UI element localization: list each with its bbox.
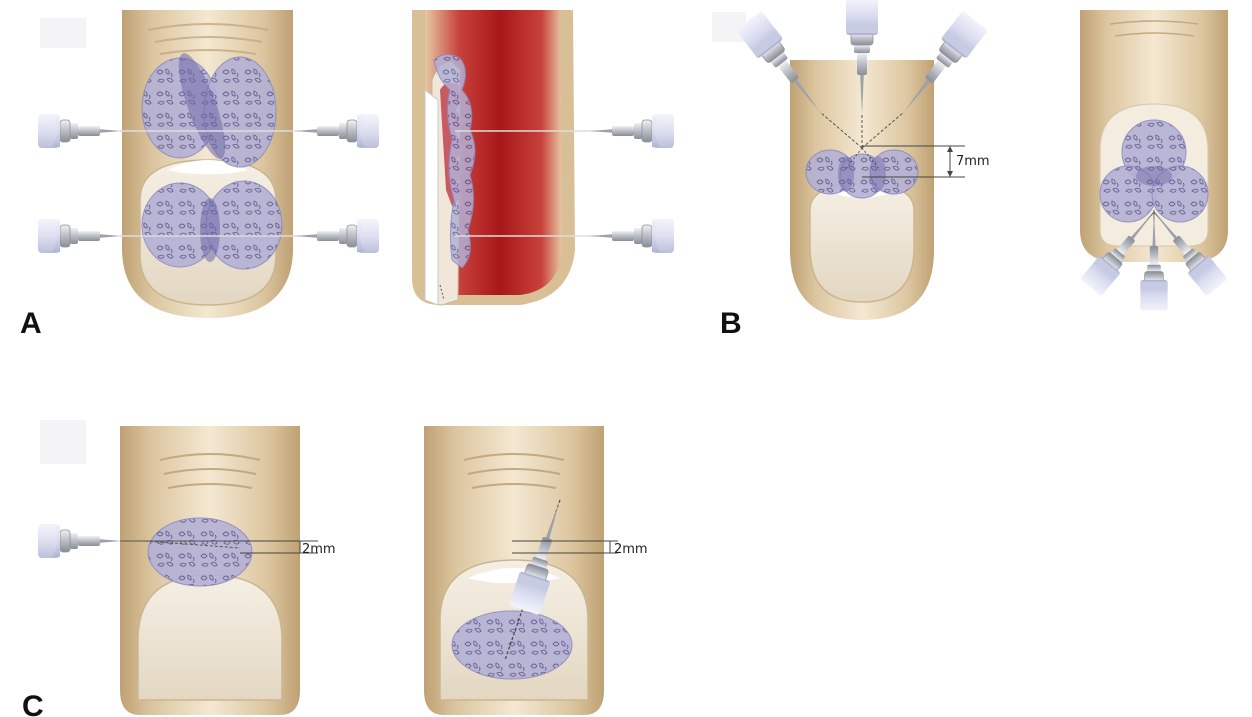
anesthetic-area [806,150,918,198]
label-placeholder [40,18,86,48]
panel-b: 7mm B [712,0,1228,340]
panel-label-b: B [720,307,742,340]
panel-a: A [20,10,674,340]
anesthetic-area [452,611,572,679]
dimension-label-7mm: 7mm [956,154,990,169]
label-placeholder [40,420,86,464]
syringe-icon [736,0,988,122]
nail-plate-icon [138,575,282,700]
panel-label-c: C [22,690,44,717]
finger-section [412,10,575,305]
nail-plate-icon [810,184,914,302]
anesthetic-area [148,518,252,586]
syringe-icon [590,219,674,253]
syringe-icon [38,524,122,558]
finger-icon [122,10,293,318]
dimension-label-2mm: 2mm [302,542,336,557]
panel-label-a: A [20,307,42,340]
syringe-icon [590,114,674,148]
dimension-label-2mm: 2mm [614,542,648,557]
panel-c: 2mm 2mm C [22,420,648,717]
